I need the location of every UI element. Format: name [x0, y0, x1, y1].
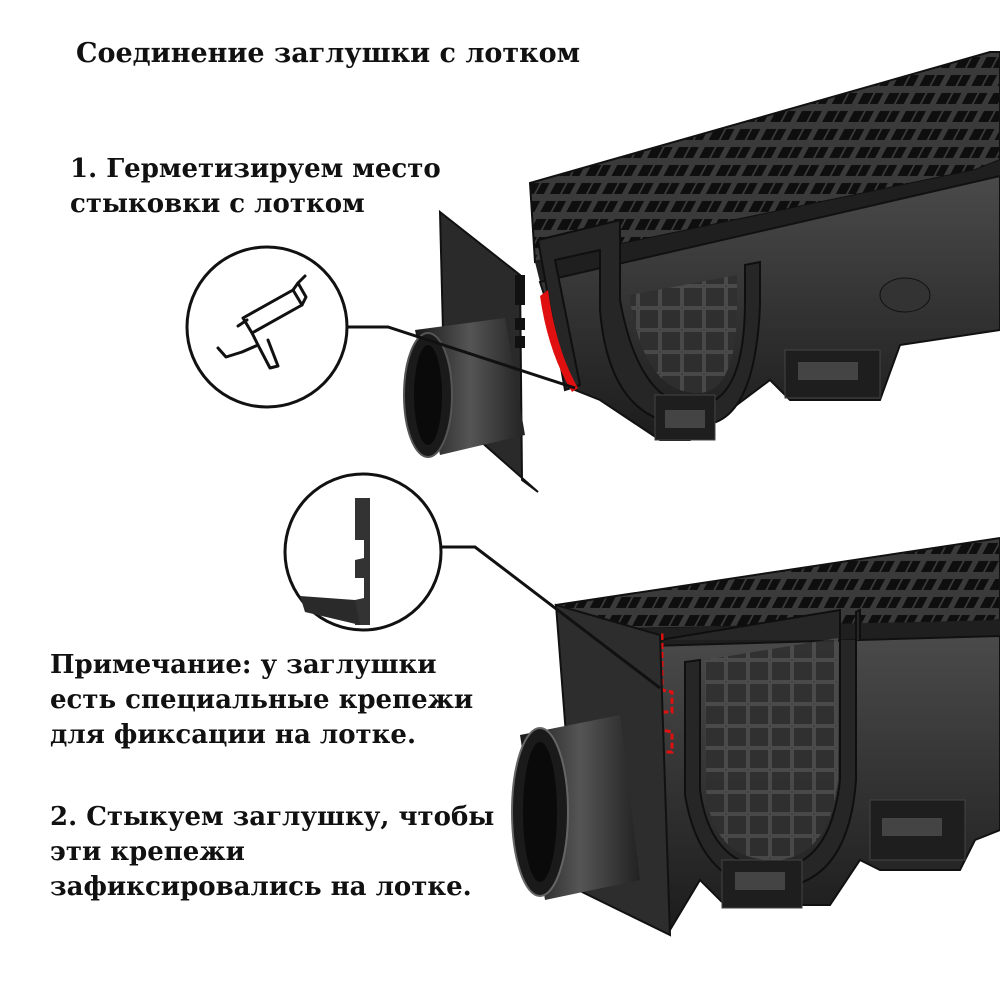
grate-bottom	[554, 536, 1000, 632]
step-2-line-2: эти крепежи	[50, 837, 245, 867]
end-cap-top	[403, 209, 539, 493]
step-1-line-1: 1. Герметизируем место	[70, 154, 441, 184]
step-2-line-3: зафиксировались на лотке.	[50, 872, 472, 902]
step-1-line-2: стыковки с лотком	[70, 189, 365, 219]
latch-profile-icon	[300, 498, 370, 625]
page-title: Соединение заглушки с лотком	[76, 38, 581, 69]
channel-top	[528, 51, 1000, 441]
caulking-gun-icon	[216, 274, 308, 370]
detail-circle-2	[283, 472, 661, 690]
note-line-1: Примечание: у заглушки	[50, 650, 437, 680]
channel-body-top	[538, 174, 1000, 441]
step-2-line-1: 2. Стыкуем заглушку, чтобы	[50, 802, 495, 832]
channel-end-profile-bottom	[659, 608, 861, 890]
note-line-3: для фиксации на лотке.	[50, 720, 417, 750]
end-cap-bottom	[511, 603, 672, 937]
detail-circle-1	[185, 245, 576, 409]
step-2-text: 2. Стыкуем заглушку, чтобы эти крепежи з…	[50, 800, 494, 905]
sealant-highlight	[540, 290, 578, 392]
note-text: Примечание: у заглушки есть специальные …	[50, 648, 473, 753]
note-line-2: есть специальные крепежи	[50, 685, 474, 715]
step-1-text: 1. Герметизируем место стыковки с лотком	[70, 152, 441, 222]
